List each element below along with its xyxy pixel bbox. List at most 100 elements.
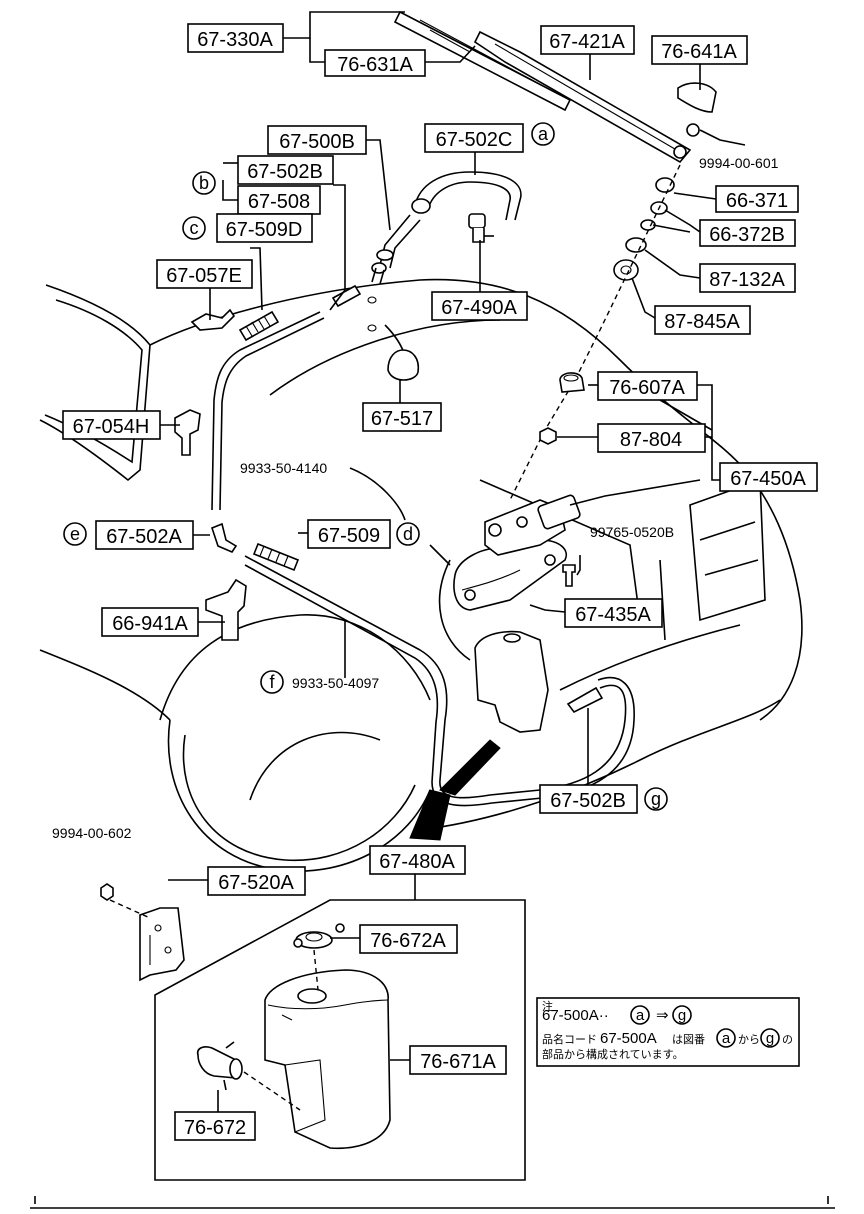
page-border-marks <box>30 1196 835 1209</box>
label-76-671A[interactable]: 76-671A <box>409 1045 507 1075</box>
svg-text:67-502A: 67-502A <box>106 526 182 548</box>
svg-text:67-421A: 67-421A <box>549 31 625 53</box>
insulator-67-517 <box>384 324 420 381</box>
label-67-517[interactable]: 67-517 <box>362 402 442 432</box>
note-box: 注 67-500A·· a ⇒ g 品名コード 67-500A は図番 a から… <box>536 997 800 1067</box>
svg-text:76-672: 76-672 <box>184 1117 246 1139</box>
leader-lines <box>160 11 746 1112</box>
label-67-421A[interactable]: 67-421A <box>540 25 635 55</box>
svg-text:87-132A: 87-132A <box>709 269 785 291</box>
svg-text:67-502B: 67-502B <box>247 161 323 183</box>
svg-text:9994-00-601: 9994-00-601 <box>699 155 779 171</box>
label-67-500B[interactable]: 67-500B <box>267 125 367 155</box>
label-67-057E[interactable]: 67-057E <box>156 259 253 289</box>
callout-f[interactable]: f <box>260 670 284 694</box>
svg-text:76-672A: 76-672A <box>370 930 446 952</box>
clip-67-057E <box>190 308 236 331</box>
note-heading: 注 <box>542 999 553 1013</box>
svg-text:67-502C: 67-502C <box>436 129 513 151</box>
wiper-arm <box>473 30 692 164</box>
label-87-804[interactable]: 87-804 <box>597 423 706 453</box>
note-line2-a: a <box>722 1030 731 1047</box>
callout-d[interactable]: d <box>396 522 420 546</box>
label-67-509D[interactable]: 67-509D <box>216 213 313 243</box>
note-from: a <box>636 1007 645 1024</box>
note-line2-pre: 品名コード <box>542 1032 597 1046</box>
wiper-blade <box>393 10 572 112</box>
bolt-99765-0520B <box>562 564 576 587</box>
nut-87-804 <box>539 427 557 445</box>
nozzle-67-490A <box>468 213 494 243</box>
svg-text:67-509D: 67-509D <box>226 219 303 241</box>
label-67-502C[interactable]: 67-502C <box>424 123 524 153</box>
callout-g[interactable]: g <box>644 787 668 811</box>
svg-text:9933-50-4140: 9933-50-4140 <box>240 460 327 476</box>
washer-tank-detail <box>264 969 391 1150</box>
label-67-508[interactable]: 67-508 <box>237 185 321 215</box>
washer-hose-top <box>371 171 522 285</box>
svg-text:67-509: 67-509 <box>318 525 380 547</box>
label-76-672[interactable]: 76-672 <box>174 1111 256 1141</box>
svg-text:76-607A: 76-607A <box>609 377 685 399</box>
wiper-arm-cap <box>677 82 717 113</box>
svg-text:66-371: 66-371 <box>726 190 788 212</box>
svg-text:67-508: 67-508 <box>248 191 310 213</box>
nut-76-607A <box>559 372 585 393</box>
svg-text:g: g <box>651 789 661 809</box>
note-line3: 部品から構成されています。 <box>542 1047 684 1061</box>
hood-grommet-holes <box>367 296 377 332</box>
label-67-330A[interactable]: 67-330A <box>187 23 284 53</box>
label-76-641A[interactable]: 76-641A <box>651 35 748 65</box>
label-66-372B[interactable]: 66-372B <box>699 219 796 247</box>
label-9933-50-4140[interactable]: 9933-50-4140 <box>240 460 327 476</box>
svg-text:9933-50-4097: 9933-50-4097 <box>292 675 379 691</box>
label-67-502B-bottom[interactable]: 67-502B <box>539 784 638 814</box>
label-99765-0520B[interactable]: 99765-0520B <box>590 524 674 540</box>
svg-text:d: d <box>403 524 413 544</box>
svg-text:67-330A: 67-330A <box>197 29 273 51</box>
hose-67-509 <box>252 542 300 572</box>
label-76-672A[interactable]: 76-672A <box>359 924 458 954</box>
note-line2-mid: は図番 <box>672 1033 705 1046</box>
label-9933-50-4097[interactable]: 9933-50-4097 <box>292 675 379 691</box>
label-87-845A[interactable]: 87-845A <box>654 305 751 335</box>
svg-text:f: f <box>269 672 275 692</box>
svg-text:76-671A: 76-671A <box>420 1051 496 1073</box>
label-67-520A[interactable]: 67-520A <box>207 866 306 896</box>
note-to: g <box>678 1007 686 1024</box>
note-line2-kara: から <box>738 1033 760 1046</box>
svg-text:a: a <box>538 124 549 144</box>
nut-9994-00-602 <box>100 883 114 901</box>
svg-text:9994-00-602: 9994-00-602 <box>52 825 132 841</box>
washer-tank-in-car <box>474 630 549 733</box>
label-67-490A[interactable]: 67-490A <box>431 291 528 321</box>
svg-text:66-372B: 66-372B <box>709 224 785 246</box>
clip-67-054H <box>174 409 201 456</box>
svg-text:67-057E: 67-057E <box>166 265 242 287</box>
label-76-607A[interactable]: 76-607A <box>597 371 698 401</box>
label-67-509[interactable]: 67-509 <box>307 519 391 549</box>
label-67-054H[interactable]: 67-054H <box>62 410 161 440</box>
label-66-371[interactable]: 66-371 <box>715 185 799 213</box>
label-66-941A[interactable]: 66-941A <box>101 607 199 637</box>
label-67-450A[interactable]: 67-450A <box>719 462 818 492</box>
hose-67-509D <box>238 310 280 342</box>
callout-b[interactable]: b <box>192 171 216 195</box>
bracket-66-941A <box>205 578 247 641</box>
svg-text:87-804: 87-804 <box>620 429 682 451</box>
label-76-631A[interactable]: 76-631A <box>324 49 426 77</box>
nut-9994-00-601 <box>686 123 700 137</box>
label-67-480A[interactable]: 67-480A <box>369 845 466 875</box>
callout-c[interactable]: c <box>182 216 206 240</box>
label-67-502A[interactable]: 67-502A <box>95 520 194 550</box>
label-9994-00-602[interactable]: 9994-00-602 <box>52 825 132 841</box>
label-67-502B-top[interactable]: 67-502B <box>237 155 334 185</box>
callout-e[interactable]: e <box>63 522 87 546</box>
svg-text:67-480A: 67-480A <box>379 851 455 873</box>
label-87-132A[interactable]: 87-132A <box>699 263 796 293</box>
label-67-435A[interactable]: 67-435A <box>564 598 663 628</box>
pump-motor-76-672 <box>196 1041 243 1091</box>
callout-a[interactable]: a <box>531 122 555 146</box>
label-9994-00-601[interactable]: 9994-00-601 <box>699 155 779 171</box>
